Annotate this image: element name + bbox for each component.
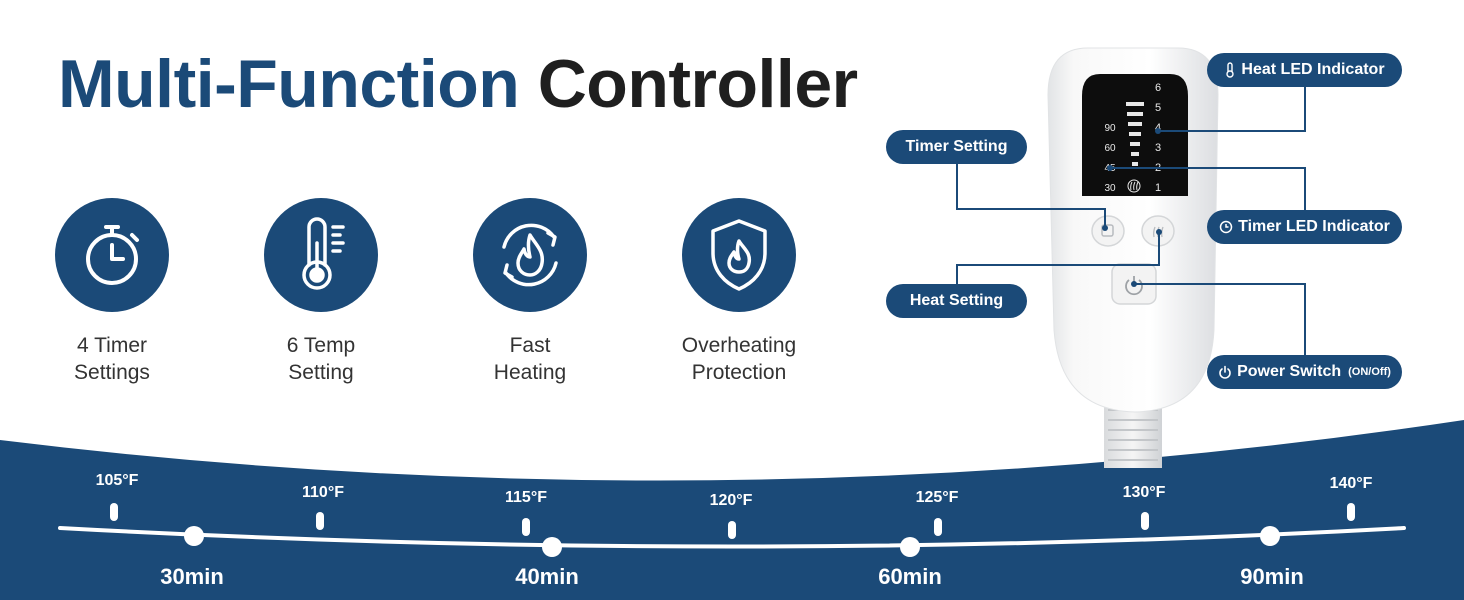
feature-label: 4 Timer Settings xyxy=(74,334,150,384)
page-title: Multi-Function Controller xyxy=(58,44,858,126)
temp-label: 130°F xyxy=(1122,484,1166,501)
timer-button[interactable] xyxy=(1091,215,1125,247)
timer-dot xyxy=(542,537,562,557)
heat-level: 6 xyxy=(1155,82,1161,94)
feature-overheating-protection: Overheating Protection xyxy=(639,198,839,386)
temp-label: 115°F xyxy=(505,489,547,506)
feature-circle xyxy=(264,198,378,312)
clock-small-icon xyxy=(1219,220,1233,234)
thermometer-icon xyxy=(302,217,345,290)
callout-timer-setting: Timer Setting xyxy=(886,130,1027,164)
temp-marker xyxy=(1347,503,1355,521)
thermometer-small-icon xyxy=(1226,62,1235,78)
title-part-2: Controller xyxy=(537,46,858,122)
band-background xyxy=(0,420,1464,600)
temp-marker xyxy=(110,503,118,521)
timer-label: 40min xyxy=(515,564,579,589)
feature-label: 6 Temp Setting xyxy=(286,334,356,384)
feature-label: Fast Heating xyxy=(493,334,567,384)
callout-timer-led-indicator: Timer LED Indicator xyxy=(1207,210,1402,244)
timeline-curve xyxy=(58,526,1406,549)
timer-value: 60 xyxy=(1104,143,1116,154)
feature-label: Overheating Protection xyxy=(681,334,797,384)
temp-marker xyxy=(934,518,942,536)
feature-circle xyxy=(55,198,169,312)
timer-value: 90 xyxy=(1104,123,1116,134)
heat-level: 5 xyxy=(1155,102,1161,114)
temp-marker xyxy=(316,512,324,530)
callout-power-switch: Power Switch (ON/Off) xyxy=(1207,355,1402,389)
heat-glyph-icon xyxy=(1127,179,1141,193)
feature-timer: 4 Timer Settings xyxy=(12,198,212,386)
timer-dot xyxy=(184,526,204,546)
temp-label: 120°F xyxy=(709,492,753,509)
heat-level: 3 xyxy=(1155,142,1161,154)
timer-dot xyxy=(900,537,920,557)
temp-marker xyxy=(522,518,530,536)
feature-temp: 6 Temp Setting xyxy=(221,198,421,386)
temp-label: 125°F xyxy=(915,489,959,506)
heat-level: 1 xyxy=(1155,182,1161,194)
timer-label: 90min xyxy=(1240,564,1304,589)
title-part-1: Multi-Function xyxy=(58,46,520,122)
stopwatch-icon xyxy=(86,225,139,285)
temp-marker xyxy=(728,521,736,539)
timer-label: 60min xyxy=(878,564,942,589)
fast-heating-icon xyxy=(502,223,558,287)
callout-heat-setting: Heat Setting xyxy=(886,284,1027,318)
timer-label: 30min xyxy=(160,564,224,589)
timer-value: 30 xyxy=(1104,183,1116,194)
feature-fast-heating: Fast Heating xyxy=(430,198,630,386)
feature-circle xyxy=(473,198,587,312)
temp-label: 140°F xyxy=(1329,475,1373,492)
shield-flame-icon xyxy=(711,219,767,291)
callout-heat-led-indicator: Heat LED Indicator xyxy=(1207,53,1402,87)
power-small-icon xyxy=(1219,365,1231,379)
feature-circle xyxy=(682,198,796,312)
temp-label: 110°F xyxy=(302,484,344,501)
timer-dot xyxy=(1260,526,1280,546)
temp-label: 105°F xyxy=(95,472,139,489)
temp-marker xyxy=(1141,512,1149,530)
